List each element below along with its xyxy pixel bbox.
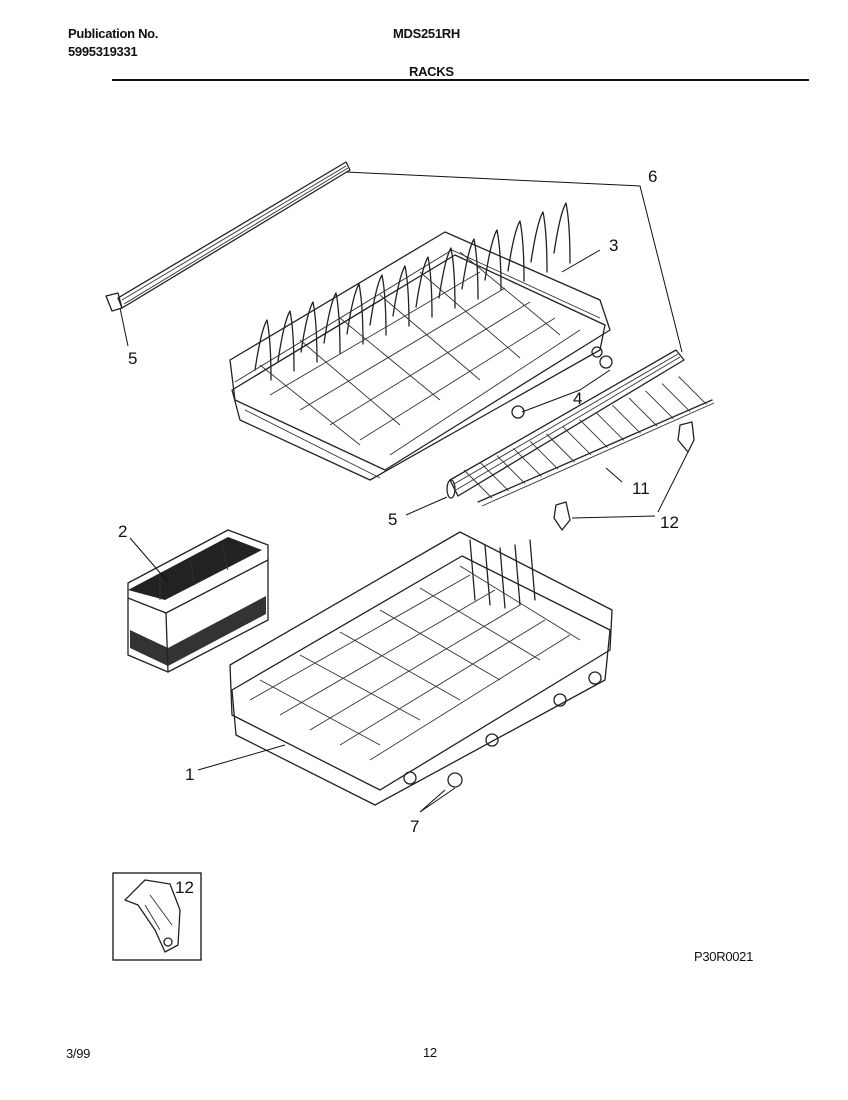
callout-2: 2 [118, 522, 127, 541]
diagram-code: P30R0021 [694, 949, 754, 964]
callout-5b: 5 [388, 510, 397, 529]
footer-date: 3/99 [66, 1046, 91, 1061]
fold-down-tine-row [463, 376, 715, 507]
tine-row-clips [553, 421, 695, 531]
upper-rack-rail-right [446, 349, 685, 499]
page-number: 12 [423, 1045, 437, 1060]
callout-6: 6 [648, 167, 657, 186]
publication-number: 5995319331 [68, 44, 138, 59]
silverware-basket [127, 529, 269, 673]
callout-11: 11 [632, 479, 650, 498]
callout-12a: 12 [660, 513, 679, 532]
callout-4: 4 [573, 389, 582, 408]
callout-12b: 12 [175, 878, 194, 897]
upper-rack-rail-left [105, 161, 351, 312]
clip-detail-inset [112, 872, 202, 961]
leader-lines [119, 171, 689, 813]
callout-3: 3 [609, 236, 618, 255]
upper-rack [229, 202, 613, 481]
callout-5a: 5 [128, 349, 137, 368]
callout-1: 1 [185, 765, 194, 784]
publication-label: Publication No. [68, 26, 159, 41]
lower-rack [229, 531, 613, 806]
callout-7: 7 [410, 817, 419, 836]
model-number: MDS251RH [393, 26, 460, 41]
header-rule [112, 79, 809, 81]
section-title: RACKS [409, 64, 454, 79]
